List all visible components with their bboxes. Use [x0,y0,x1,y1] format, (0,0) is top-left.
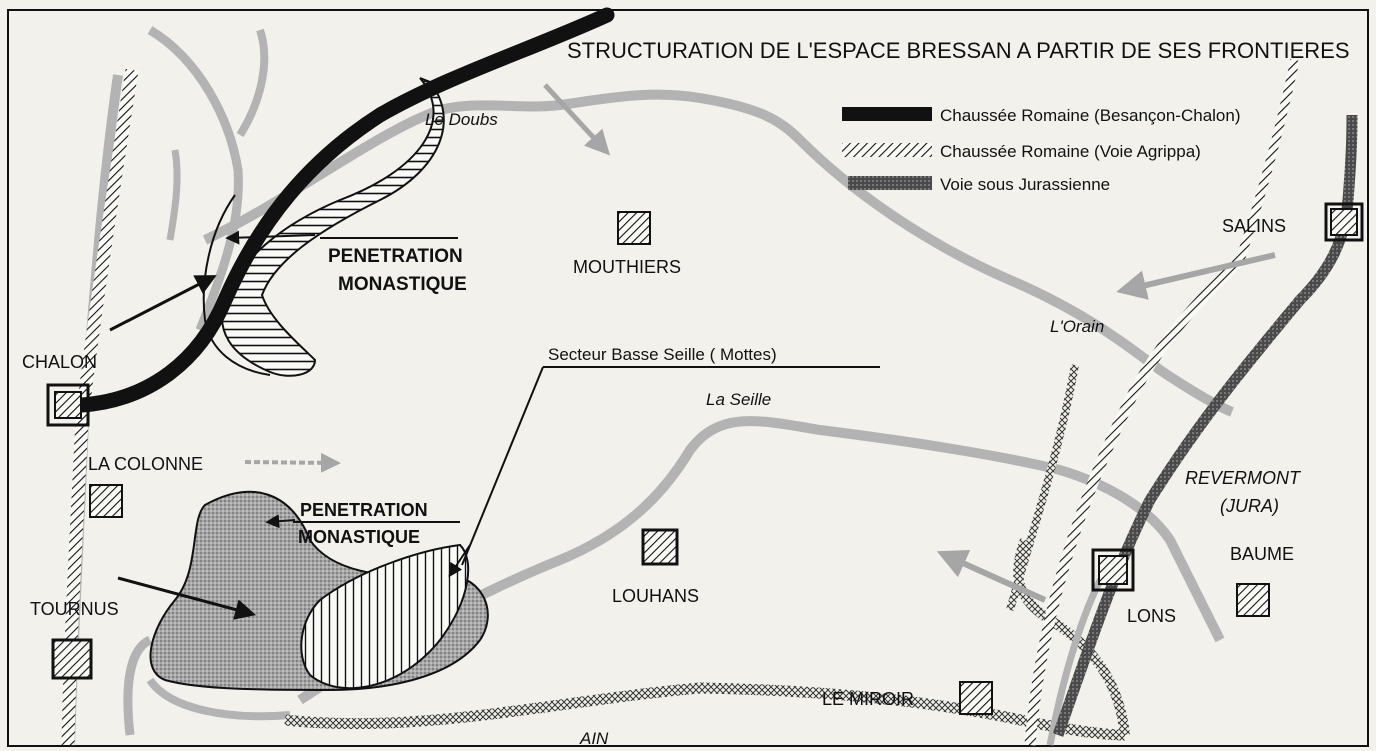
ain-river [284,682,1126,741]
map-frame [7,9,1369,747]
annotation-penetration-south-2: MONASTIQUE [298,527,420,547]
river-label-doubs: Le Doubs [425,110,498,129]
region-label-jura: (JURA) [1220,496,1279,516]
settlement-salins [1324,202,1364,242]
legend-swatch-solid [842,107,932,121]
place-label-le-miroir: LE MIROIR [822,689,914,709]
arrow-tournus-to-zone [117,576,257,620]
settlement-baume [1236,583,1270,617]
arrow-penetration-north [225,230,316,245]
saone-branch [123,635,153,736]
arrow-penetration-south [265,514,296,529]
settlement-mouthiers [617,211,651,245]
annotation-penetration-north-2: MONASTIQUE [338,274,467,295]
region-label-revermont: REVERMONT [1185,468,1302,488]
place-label-la-colonne: LA COLONNE [88,454,203,474]
voie-sous-jurassienne [1052,114,1358,737]
voie-agrippa-east [1024,256,1244,746]
monastic-zone-north [221,77,445,377]
settlement-louhans [641,528,679,566]
arrow-doubs-mouthiers [543,83,611,156]
arrow-lons-west [936,549,1047,603]
basse-seille-leader-diag [461,366,544,566]
annotation-basse-seille: Secteur Basse Seille ( Mottes) [548,345,777,364]
arrow-chalon-to-zone [109,275,217,332]
place-label-louhans: LOUHANS [612,586,699,606]
settlement-la-colonne [89,484,123,518]
arrow-la-colonne-east [244,452,341,473]
settlement-lons [1091,548,1135,592]
chaussee-romaine-besancon-chalon [74,7,615,413]
legend-label-voie-sous-jurassienne: Voie sous Jurassienne [940,175,1110,194]
settlement-le-miroir [959,681,993,715]
map-title: STRUCTURATION DE L'ESPACE BRESSAN A PART… [567,38,1350,63]
legend-swatch-stipple [848,176,932,190]
place-label-chalon: CHALON [22,352,97,372]
arrow-basse-seille [448,544,471,578]
place-label-salins: SALINS [1222,216,1286,236]
place-label-mouthiers: MOUTHIERS [573,257,681,277]
legend-swatch-hatch [842,143,932,157]
annotation-penetration-north-1: PENETRATION [328,246,463,267]
legend-label-besancon-chalon: Chaussée Romaine (Besançon-Chalon) [940,106,1241,125]
voie-agrippa-north [1235,59,1300,262]
place-label-lons: LONS [1127,606,1176,626]
monastic-zone-north-outline [202,194,271,376]
tributary-north-2 [236,28,269,138]
tributary-north-3 [166,149,181,241]
place-label-baume: BAUME [1230,544,1294,564]
river-label-orain: L'Orain [1050,317,1104,336]
settlement-chalon [46,383,90,427]
seille-river [297,416,1225,705]
boundary-track-1 [1006,364,1079,612]
arrow-salins-west [1116,252,1276,300]
river-label-ain: AIN [579,729,609,748]
basse-seille-zone [300,543,470,690]
place-label-tournus: TOURNUS [30,599,119,619]
river-label-seille: La Seille [706,390,771,409]
annotation-penetration-south-1: PENETRATION [300,500,428,520]
settlement-tournus [51,638,93,680]
legend-label-voie-agrippa: Chaussée Romaine (Voie Agrippa) [940,142,1201,161]
lower-loop-river [146,677,291,721]
